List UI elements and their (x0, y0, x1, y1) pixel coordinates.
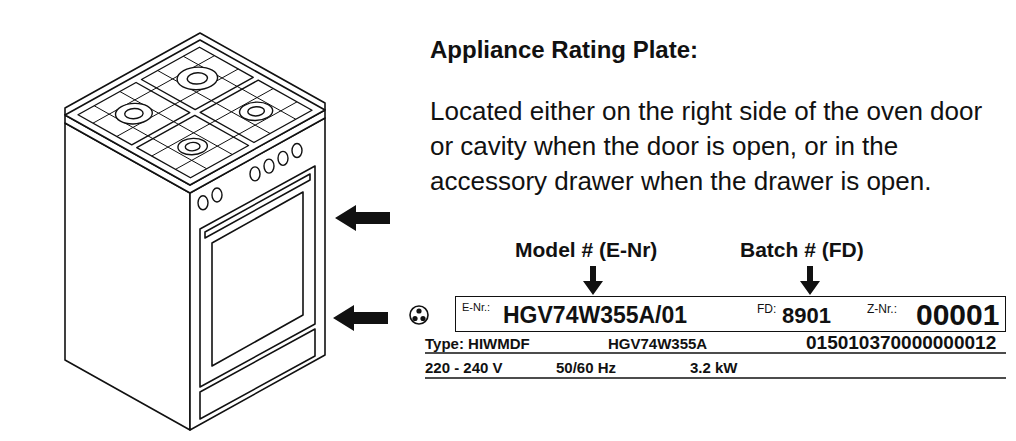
callout-label: Model # (E-Nr) (515, 239, 657, 260)
knob (250, 167, 260, 181)
note-text: Located either on the right side of the … (430, 94, 998, 199)
knob (212, 188, 222, 202)
arrow (333, 305, 388, 331)
arrow (800, 266, 820, 295)
approval-symbol (410, 306, 428, 324)
field-prefix: FD: (757, 303, 776, 315)
grates (78, 47, 312, 178)
door-handle (205, 174, 310, 238)
field-value: 00001 (916, 300, 999, 330)
plate-rules (425, 353, 1006, 378)
plate-field: 220 - 240 V (425, 360, 503, 375)
callout-label: Batch # (FD) (740, 239, 864, 260)
knob (292, 144, 302, 158)
rating-plate-row: E-Nr.: HGV74W355A/01 FD: 8901 Z-Nr.: 00001 (455, 296, 1006, 332)
field-value: 8901 (782, 305, 831, 327)
knob (198, 196, 208, 210)
grate-bars (78, 47, 312, 178)
accessory-drawer (200, 329, 315, 419)
field-prefix: E-Nr.: (462, 302, 490, 313)
knob (264, 159, 274, 173)
oven-window (212, 192, 303, 366)
arrow (583, 266, 603, 295)
plate-field: 3.2 kW (690, 360, 738, 375)
plate-field: HGV74W355A (608, 336, 707, 351)
heading: Appliance Rating Plate: (430, 38, 698, 62)
plate-field: Type: HIWMDF (425, 336, 530, 351)
field-prefix: Z-Nr.: (867, 303, 897, 315)
back-rim (65, 33, 325, 115)
plate-field: 015010370000000012 (806, 333, 996, 352)
plate-field: 50/60 Hz (556, 360, 616, 375)
burners (107, 62, 283, 160)
field-value: HGV74W355A/01 (503, 304, 687, 327)
hob-top (65, 40, 325, 185)
hob (78, 47, 312, 178)
range-cooker (65, 33, 325, 430)
arrow (335, 205, 390, 231)
knob (278, 151, 288, 165)
